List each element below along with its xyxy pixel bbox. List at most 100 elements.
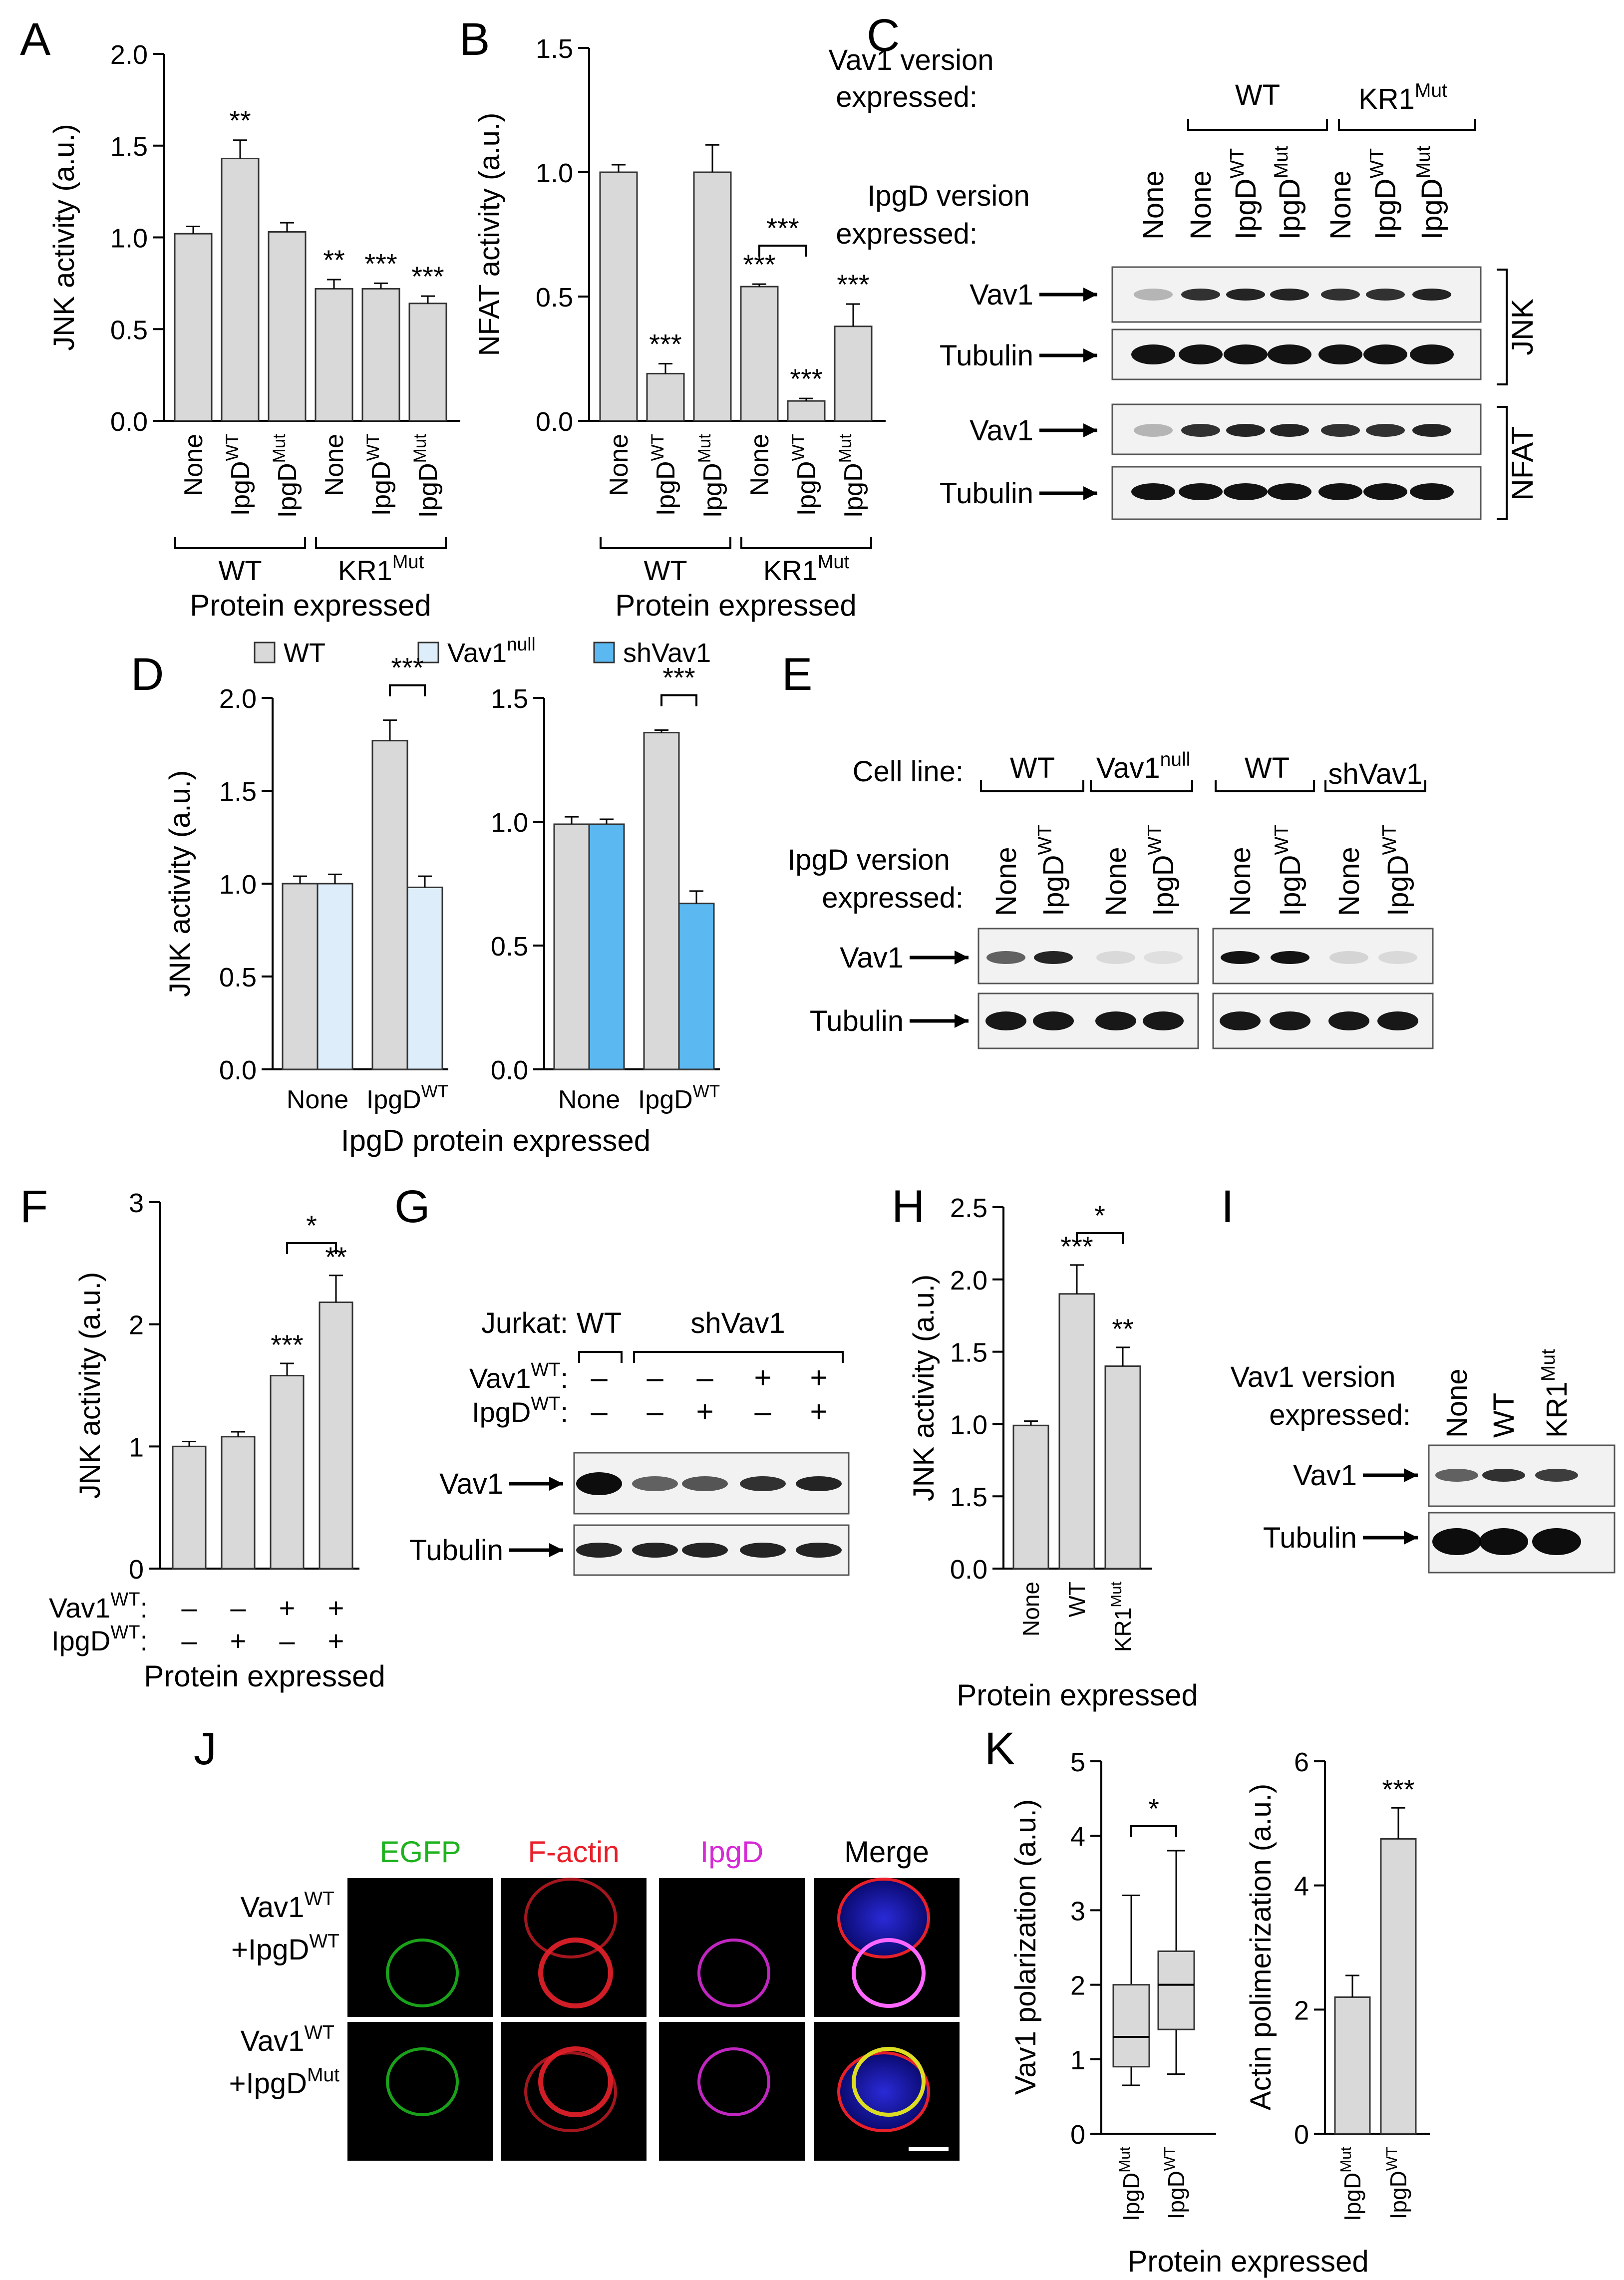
tubulin-band: [1270, 1011, 1310, 1030]
significance-bracket: [1076, 1232, 1124, 1244]
y-tick-label: 1.0: [536, 158, 573, 188]
cell-outline: [852, 2047, 926, 2117]
vav1-band: [1134, 424, 1173, 437]
group-label: KR1Mut: [338, 552, 424, 586]
row-value: +: [810, 1395, 827, 1428]
lane-label: None: [1185, 170, 1217, 240]
bar: [361, 288, 400, 422]
row-label: Vav1WT:: [49, 1589, 148, 1624]
blot-row-label: Vav1: [970, 279, 1033, 311]
microscopy-layer: [347, 1878, 960, 2161]
row-value: +: [754, 1361, 771, 1394]
significance-bracket: [758, 245, 807, 257]
tick-label: None: [320, 434, 349, 496]
bar-knockdown: [678, 903, 715, 1070]
x-axis-title: Protein expressed: [144, 1659, 385, 1693]
lane-label: WT: [1488, 1393, 1520, 1438]
panel-letter-K: K: [984, 1723, 1015, 1774]
y-tick-label: 1.5: [536, 34, 573, 64]
vav1-band: [1134, 289, 1173, 301]
blot-layer: [573, 266, 1616, 1576]
significance-label: *: [1094, 1200, 1105, 1231]
vav1-band: [1181, 424, 1220, 437]
significance-label: ***: [837, 269, 869, 300]
significance-bracket: [660, 694, 697, 706]
header-label: expressed:: [836, 218, 977, 250]
group-label: WT: [577, 1307, 622, 1339]
row-value: +: [328, 1625, 344, 1656]
tubulin-band: [1410, 344, 1454, 364]
bar: [172, 1445, 207, 1570]
tubulin-band: [1095, 1011, 1136, 1030]
y-axis-title: JNK activity (a.u.): [908, 1275, 940, 1501]
tick-label: IpgDMut: [1337, 2147, 1365, 2221]
box: [1112, 1984, 1150, 2068]
bar-knockdown: [406, 886, 443, 1070]
y-tick-label: 0.0: [491, 1055, 528, 1085]
significance-label: ***: [1060, 1231, 1093, 1262]
vav1-band: [1412, 289, 1451, 301]
row-label: +IpgDWT: [231, 1931, 339, 1966]
x-axis-title: Protein expressed: [615, 589, 857, 622]
blot-row-label: Tubulin: [810, 1005, 904, 1037]
group-bracket: [600, 537, 731, 549]
group-bracket: [174, 537, 306, 549]
significance-label: ***: [662, 661, 695, 693]
panel-letter-C: C: [867, 10, 900, 61]
y-axis-title: Actin polimerization (a.u.): [1245, 1784, 1277, 2110]
x-axis-title: Protein expressed: [1127, 2245, 1369, 2278]
group-bracket: [578, 1351, 623, 1363]
y-axis-title: JNK activity (a.u.): [48, 124, 80, 350]
bar: [1380, 1838, 1417, 2135]
row-value: –: [181, 1592, 197, 1624]
bar-knockdown: [588, 823, 625, 1070]
row-value: –: [754, 1395, 771, 1428]
group-bracket: [740, 537, 872, 549]
vav1-band: [1378, 951, 1417, 964]
significance-label: ***: [766, 212, 799, 244]
tick-label: IpgDMut: [836, 434, 868, 518]
blot-row-label: Vav1: [439, 1468, 503, 1500]
significance-label: ***: [743, 249, 775, 280]
tubulin-band: [796, 1543, 842, 1558]
lane-label: None: [1441, 1368, 1473, 1438]
lane-label: None: [1137, 170, 1170, 240]
y-tick-label: 1.0: [219, 870, 257, 900]
y-tick-label: 0.0: [110, 407, 148, 437]
y-axis-title: JNK activity (a.u.): [74, 1272, 106, 1499]
vav1-band: [682, 1476, 728, 1491]
significance-bracket: [1130, 1825, 1177, 1837]
y-tick-label: 1.0: [110, 224, 148, 254]
x-tick-label: None: [287, 1085, 348, 1114]
y-tick-label: 3: [1070, 1896, 1085, 1926]
bar: [315, 288, 353, 422]
significance-label: ***: [391, 652, 423, 683]
tubulin-band: [1328, 1011, 1369, 1030]
cell-outline: [386, 2047, 459, 2116]
bar: [221, 157, 260, 422]
vav1-band: [986, 951, 1025, 964]
panel-letter-D: D: [131, 649, 164, 700]
vav1-band: [1270, 289, 1309, 301]
panel-letter-F: F: [20, 1181, 48, 1232]
y-tick-label: 1.5: [110, 132, 148, 162]
row-value: +: [328, 1592, 344, 1624]
y-tick-label: 1: [129, 1432, 144, 1462]
group-label: WT: [1235, 79, 1280, 111]
panel-letter-H: H: [892, 1181, 925, 1232]
label-layer: 0.00.51.01.52.0None**IpgDWTIpgDMut**None…: [20, 10, 1573, 2278]
group-label: KR1Mut: [763, 552, 850, 586]
bar: [693, 171, 732, 422]
tick-label: None: [605, 434, 634, 496]
x-axis-title: Protein expressed: [190, 589, 431, 622]
vav1-band: [1366, 424, 1405, 437]
tubulin-band: [576, 1543, 622, 1558]
header-label: expressed:: [822, 882, 964, 914]
header-label: expressed:: [836, 81, 977, 113]
group-bracket: [315, 537, 447, 549]
legend-swatch: [593, 642, 615, 663]
y-tick-label: 2.0: [950, 1266, 987, 1296]
chart-layer: [149, 47, 1476, 2135]
row-value: +: [810, 1361, 827, 1394]
row-label: Vav1WT: [240, 2022, 334, 2057]
